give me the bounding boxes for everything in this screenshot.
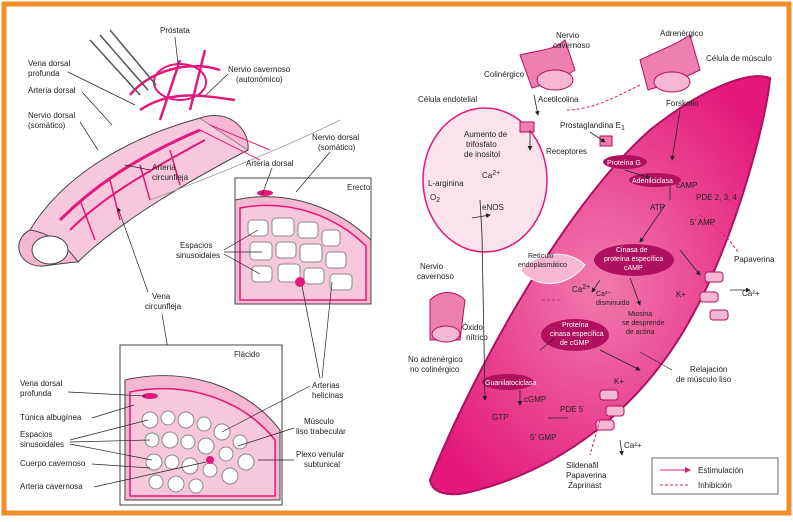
label-cinasa-cgmp-2: cinasa específica	[550, 331, 604, 338]
label-cinasa-camp-1: Cinasa de	[616, 247, 648, 254]
label-oxido-nitrico-2: nítrico	[466, 333, 488, 342]
label-nervio-cavernoso-top-1: Nervio	[556, 31, 580, 40]
label-plexo-venular-1: Plexo venular	[296, 450, 345, 459]
label-relajacion-2: de músculo liso	[676, 375, 732, 384]
label-flacido-espacios-1: Espacios	[20, 430, 52, 439]
label-acetilcolina: Acetilcolina	[538, 95, 579, 104]
label-arterias-helicinas-2: helicinas	[312, 391, 343, 400]
label-cinasa-cgmp-3: de cGMP	[560, 340, 590, 347]
prostate-vessels	[130, 50, 235, 120]
label-5gmp: 5' GMP	[530, 433, 556, 442]
label-nervio-cavernoso-1: Nervio cavernoso	[228, 65, 291, 74]
label-camp: cAMP	[676, 181, 697, 190]
label-espacios-sinusoidales-2: sinusoidales	[176, 251, 220, 260]
label-prostaglandina: Prostaglandina E1	[560, 121, 625, 132]
label-tunica-albuginea: Túnica albugínea	[20, 413, 82, 422]
label-cinasa-cgmp-1: Proteína	[562, 322, 589, 329]
label-celula-musculo: Célula de músculo	[706, 54, 772, 63]
label-adrenergico: Adrenérgico	[660, 29, 704, 38]
label-gtp: GTP	[492, 413, 508, 422]
label-reticulo-2: endoplasmático	[518, 262, 567, 269]
label-aumento-1: Aumento de	[464, 130, 508, 139]
label-flacido: Flácido	[234, 350, 260, 359]
label-receptores: Receptores	[546, 147, 587, 156]
label-erecto-arteria-dorsal: Arteria dorsal	[246, 159, 294, 168]
label-5amp: 5' AMP	[690, 218, 715, 227]
label-vena-circunfleja-2: circunfleja	[145, 302, 182, 311]
label-erecto: Erecto	[347, 183, 371, 192]
label-cgmp: cGMP	[524, 395, 546, 404]
label-no-adrenergico-1: No adrenérgico	[408, 355, 463, 364]
label-miosina-2: se desprende	[622, 320, 665, 327]
label-aumento-3: de inositol	[464, 150, 500, 159]
label-sildenafil-1: Sildenafil	[566, 461, 599, 470]
label-erecto-nervio-dorsal-2: (somático)	[318, 143, 356, 152]
label-ca2-bottom: Ca²+	[624, 441, 642, 450]
label-arteria-dorsal: Arteria dorsal	[28, 86, 76, 95]
legend-inhibicion: Inhibición	[698, 481, 732, 490]
label-arterias-helicinas-1: Arterias	[312, 381, 340, 390]
label-nervio-dorsal-1: Nervio dorsal	[28, 111, 75, 120]
label-l-arginina: L-arginina	[428, 179, 464, 188]
label-aumento-2: trifosfato	[466, 140, 497, 149]
label-espacios-sinusoidales-1: Espacios	[180, 241, 212, 250]
label-ca2-disminuido-1: Ca²⁺	[596, 291, 611, 298]
label-arteria-cavernosa: Arteria cavernosa	[20, 482, 83, 491]
label-nervio-cavernoso-left-2: cavernoso	[417, 272, 454, 281]
label-k-plus-2: K+	[614, 377, 624, 386]
legend-estimulacion: Estimulación	[698, 466, 743, 475]
label-erecto-nervio-dorsal-1: Nervio dorsal	[312, 133, 359, 142]
label-plexo-venular-2: subtunical	[304, 460, 340, 469]
label-colinergico: Colinérgico	[484, 70, 525, 79]
label-flacido-vena-1: Vena dorsal	[20, 379, 62, 388]
label-enos: eNOS	[482, 203, 504, 212]
label-arteria-circunfleja-1: Arteria	[152, 163, 176, 172]
label-celula-endotelial: Célula endotelial	[418, 95, 477, 104]
left-panel: Próstata Vena dorsal profunda Arteria do…	[19, 26, 371, 505]
label-reticulo-1: Retículo	[528, 253, 554, 260]
label-atp: ATP	[650, 203, 665, 212]
label-musculo-liso-2: liso trabecular	[296, 427, 346, 436]
label-flacido-vena-2: profunda	[20, 389, 52, 398]
label-relajacion-1: Relajación	[690, 365, 727, 374]
erect-section-box: Erecto	[235, 178, 371, 304]
label-flacido-espacios-2: sinusoidales	[20, 440, 64, 449]
label-nervio-cavernoso-left-1: Nervio	[420, 262, 444, 271]
label-no-adrenergico-2: no colinérgico	[410, 365, 460, 374]
label-guanilatociclasa: Guanilatociclasa	[485, 380, 536, 387]
label-musculo-liso-1: Músculo	[304, 417, 334, 426]
label-pde: PDE 2, 3, 4	[696, 193, 737, 202]
label-ca2-disminuido-2: disminuido	[596, 300, 630, 307]
label-miosina-3: de actina	[626, 329, 655, 336]
label-adenilciclasa: Adenilciclasa	[632, 178, 673, 185]
label-oxido-nitrico-1: Óxido	[462, 323, 483, 332]
label-miosina-1: Miosina	[628, 311, 652, 318]
label-sildenafil-3: Zaprinast	[568, 481, 602, 490]
label-ca2-right: Ca²+	[742, 289, 760, 298]
label-vena-circunfleja-1: Vena	[152, 292, 171, 301]
label-vena-dorsal-profunda-2: profunda	[28, 69, 60, 78]
label-cinasa-camp-3: cAMP	[624, 265, 643, 272]
label-nervio-cavernoso-2: (autonómico)	[236, 75, 283, 84]
label-cinasa-camp-2: proteína específica	[604, 256, 663, 263]
label-forskolin: Forskolin	[666, 99, 698, 108]
label-papaverina: Papaverina	[734, 255, 775, 264]
label-nervio-dorsal-2: (somático)	[28, 121, 66, 130]
label-pde5: PDE 5	[560, 405, 584, 414]
label-sildenafil-2: Papaverina	[566, 471, 607, 480]
label-k-plus-1: K+	[676, 290, 686, 299]
label-proteina-g: Proteína G	[607, 160, 641, 167]
label-prostata: Próstata	[160, 26, 190, 35]
shaft-tip	[32, 236, 68, 264]
label-arteria-circunfleja-2: circunfleja	[152, 173, 189, 182]
legend: Estimulación Inhibición	[652, 458, 778, 494]
label-cuerpo-cavernoso: Cuerpo cavernoso	[20, 459, 86, 468]
right-panel: Nervio cavernoso Adrenérgico Colinérgico…	[408, 29, 778, 494]
flaccid-section-box: Flácido	[120, 345, 282, 505]
label-vena-dorsal-profunda-1: Vena dorsal	[28, 59, 70, 68]
label-nervio-cavernoso-top-2: cavernoso	[553, 41, 590, 50]
nerve-fibers	[90, 30, 156, 95]
